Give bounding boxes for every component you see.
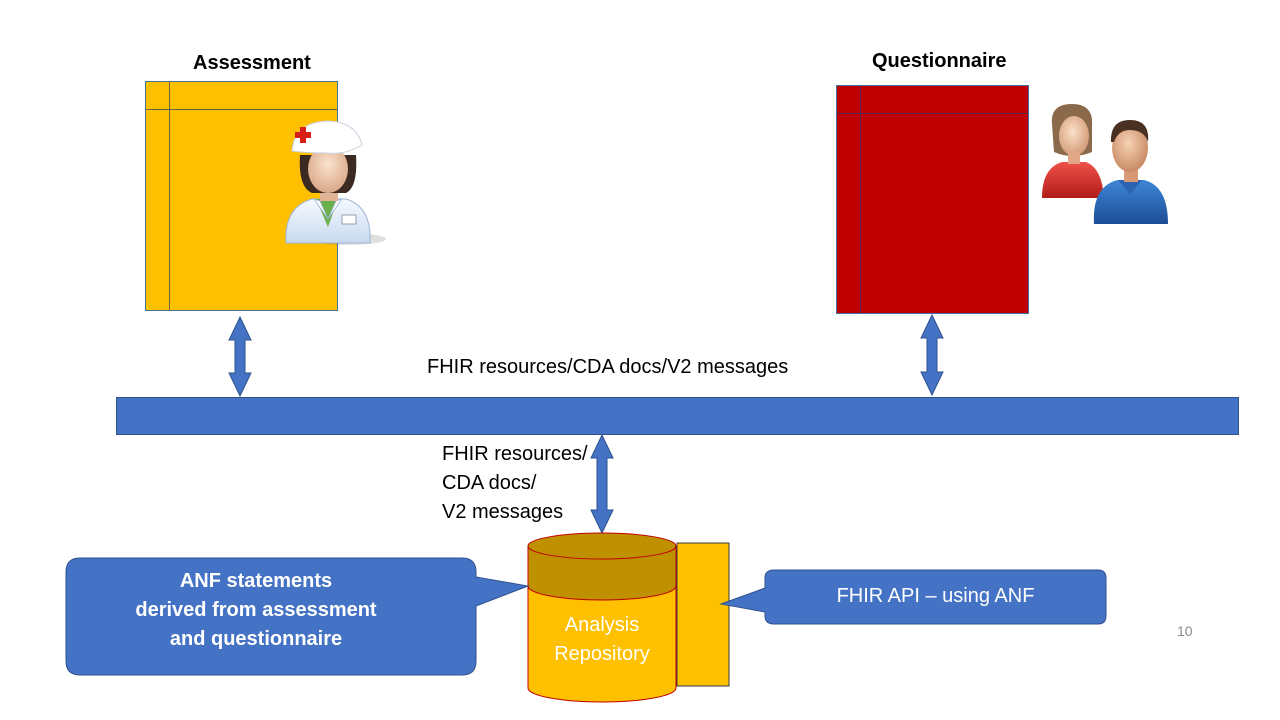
assessment-double-arrow-icon bbox=[228, 315, 252, 398]
repository-link-line: CDA docs/ bbox=[442, 472, 537, 494]
bus-label: FHIR resources/CDA docs/V2 messages bbox=[427, 356, 789, 378]
repository-line2: Repository bbox=[554, 643, 650, 665]
repository-line1: Analysis bbox=[564, 614, 640, 636]
anf-statements-callout bbox=[65, 557, 530, 676]
repository-label: Analysis Repository bbox=[528, 611, 676, 669]
fhir-api-text: FHIR API – using ANF bbox=[836, 585, 1035, 607]
patients-icon bbox=[1042, 104, 1168, 224]
assessment-form bbox=[145, 81, 338, 311]
anf-line: and questionnaire bbox=[169, 628, 343, 650]
repository-link-line: FHIR resources/ bbox=[442, 443, 588, 465]
nurse-icon bbox=[285, 120, 386, 245]
fhir-api-callout bbox=[719, 569, 1107, 625]
integration-bus bbox=[116, 397, 1239, 435]
repository-link-line: V2 messages bbox=[442, 501, 564, 523]
fhir-api-text-wrap: FHIR API – using ANF bbox=[765, 582, 1106, 611]
repository-link-label: FHIR resources/ CDA docs/ V2 messages bbox=[442, 440, 588, 527]
assessment-title: Assessment bbox=[193, 52, 311, 74]
questionnaire-title: Questionnaire bbox=[872, 50, 1007, 72]
repository-side-box bbox=[676, 542, 730, 687]
questionnaire-form bbox=[836, 85, 1029, 314]
questionnaire-double-arrow-icon bbox=[920, 313, 944, 397]
analysis-repository-cylinder bbox=[527, 532, 677, 703]
anf-statements-text: ANF statements derived from assessment a… bbox=[66, 567, 446, 654]
anf-line: derived from assessment bbox=[135, 599, 377, 621]
anf-line: ANF statements bbox=[179, 570, 333, 592]
page-number: 10 bbox=[1177, 623, 1193, 639]
